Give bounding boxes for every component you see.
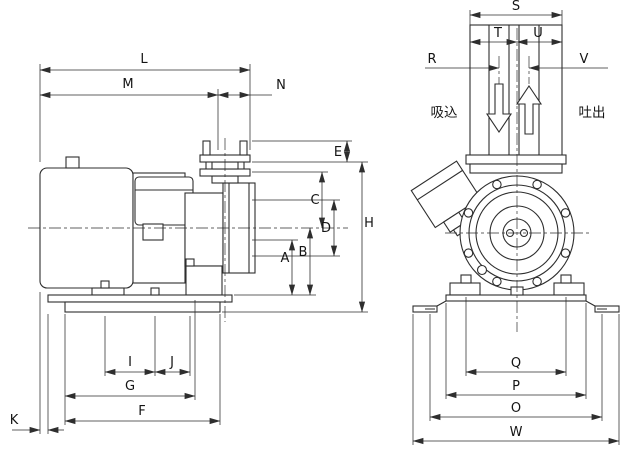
dim-label-D: D <box>321 221 331 236</box>
dim-label-M: M <box>122 77 133 92</box>
dim-label-P: P <box>512 379 520 394</box>
dim-label-S: S <box>512 0 520 14</box>
terminal-box-side <box>134 176 194 226</box>
dim-label-Q: Q <box>511 356 521 371</box>
dim-label-I: I <box>128 355 132 370</box>
base-bends <box>436 300 596 307</box>
flange-bolt-circles <box>463 179 571 287</box>
dim-label-G: G <box>125 379 135 394</box>
foot-bolt-1 <box>100 280 110 289</box>
discharge-flow-arrow-icon <box>515 85 543 135</box>
motor-lifting-lug <box>65 156 80 169</box>
drain-plug <box>476 264 488 276</box>
dim-label-K: K <box>10 413 19 428</box>
motor-foot-front-left <box>449 282 481 296</box>
dim-label-V: V <box>580 52 589 67</box>
discharge-label: 吐出 <box>579 105 606 121</box>
motor-foot <box>91 287 125 296</box>
dim-label-H: H <box>364 216 374 231</box>
dim-label-B: B <box>299 245 308 260</box>
side-extension-lines <box>39 64 368 434</box>
dim-label-T: T <box>493 26 502 41</box>
terminal-box-front-lid-line <box>416 169 463 201</box>
base-plate-front <box>445 294 587 302</box>
flange-bolt-left <box>202 140 211 156</box>
pipe-bore-lines <box>488 25 540 155</box>
flange-bolt-right <box>239 140 248 156</box>
suction-label: 吸込 <box>431 105 458 121</box>
pipe-flange-lower <box>469 163 563 174</box>
flange-bolt-lines <box>205 162 245 169</box>
dim-label-L: L <box>140 52 148 67</box>
motor-foot-front-right <box>553 282 585 296</box>
pump-bracket <box>184 192 224 267</box>
dim-label-C: C <box>310 193 319 208</box>
dim-label-J: J <box>169 355 174 370</box>
side-centerlines <box>28 138 348 322</box>
base-plate-side <box>47 294 233 303</box>
holddown-bolt-right <box>560 274 572 284</box>
pump-casing-front <box>459 175 575 296</box>
foot-bolt-2 <box>150 287 160 296</box>
pipe-block <box>469 24 563 169</box>
dim-label-F: F <box>138 404 145 419</box>
dim-label-A: A <box>281 251 290 266</box>
motor-detail-box <box>142 223 164 241</box>
suction-flow-arrow-icon <box>485 83 513 133</box>
pipe-flange-upper <box>465 154 567 165</box>
front-centerlines <box>445 28 592 332</box>
side-view: L M N E C D H B A I J G F K <box>10 52 374 434</box>
pump-foot <box>185 265 223 296</box>
side-view-dimensions: L M N E C D H B A I J G F K <box>10 52 374 434</box>
dim-label-W: W <box>510 425 523 440</box>
front-view-dimensions: S T U R V Q P O W 吸込 吐出 <box>412 0 620 445</box>
dim-label-U: U <box>533 26 543 41</box>
dim-label-N: N <box>276 78 286 93</box>
foot-bolt-3 <box>185 258 195 267</box>
dim-label-E: E <box>334 145 342 160</box>
front-view: S T U R V Q P O W 吸込 吐出 <box>410 0 620 445</box>
holddown-bolt-left <box>460 274 472 284</box>
dim-label-R: R <box>427 52 436 67</box>
dim-label-O: O <box>511 401 521 416</box>
base-channel-side <box>64 301 221 313</box>
